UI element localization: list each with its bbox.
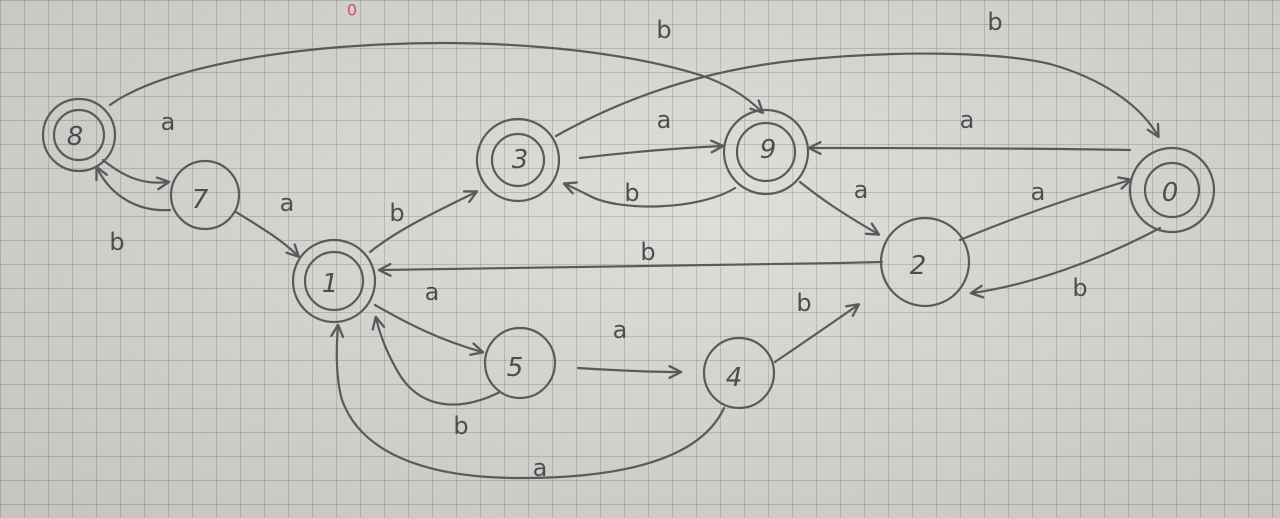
edge-5-to-4 bbox=[576, 364, 683, 379]
edge-5-to-1-label: b bbox=[453, 412, 468, 440]
state-5-label: 5 bbox=[507, 353, 524, 383]
edge-4-to-1 bbox=[330, 323, 726, 480]
state-9-label: 9 bbox=[760, 135, 777, 165]
edge-0-to-2 bbox=[969, 226, 1162, 299]
state-5-ring bbox=[483, 326, 557, 400]
edge-8-to-7-label: a bbox=[161, 108, 176, 136]
edge-7-to-1 bbox=[234, 210, 300, 258]
edge-8-to-9 bbox=[108, 41, 764, 114]
state-3-outer-ring bbox=[475, 117, 561, 203]
state-0: 0 bbox=[1128, 146, 1216, 234]
state-2: 2 bbox=[879, 216, 971, 308]
state-4: 4 bbox=[702, 336, 776, 410]
edge-9-to-2 bbox=[798, 180, 881, 236]
edge-1-to-5 bbox=[373, 303, 485, 356]
edge-0-to-9-label: a bbox=[960, 106, 975, 134]
edge-9-to-2-label: a bbox=[854, 176, 869, 204]
state-1-inner-ring bbox=[303, 250, 365, 312]
state-8-label: 8 bbox=[67, 122, 84, 152]
state-1: 1 bbox=[291, 238, 377, 324]
page-mark: 0 bbox=[347, 1, 357, 20]
state-8-inner-ring bbox=[52, 108, 106, 162]
state-1-outer-ring bbox=[291, 238, 377, 324]
edge-2-to-1-label: b bbox=[640, 238, 655, 266]
state-0-label: 0 bbox=[1162, 178, 1179, 208]
edge-3-to-0 bbox=[554, 52, 1160, 139]
state-5: 5 bbox=[483, 326, 557, 400]
state-7: 7 bbox=[169, 159, 241, 231]
state-9: 9 bbox=[722, 108, 810, 196]
state-8: 8 bbox=[41, 97, 117, 173]
state-2-label: 2 bbox=[910, 251, 927, 281]
edge-4-to-2 bbox=[773, 303, 861, 364]
edge-4-to-2-label: b bbox=[796, 289, 811, 317]
state-0-inner-ring bbox=[1143, 161, 1201, 219]
edge-1-to-5-label: a bbox=[425, 278, 440, 306]
edge-2-to-0-label: a bbox=[1031, 178, 1046, 206]
edge-8-to-9-label: b bbox=[656, 16, 671, 44]
edge-5-to-1 bbox=[371, 315, 502, 406]
edge-0-to-2-label: b bbox=[1072, 274, 1087, 302]
edge-9-to-3 bbox=[562, 181, 737, 208]
edge-2-to-0 bbox=[958, 176, 1133, 242]
edge-2-to-1 bbox=[377, 260, 884, 277]
edge-3-to-9 bbox=[578, 139, 725, 160]
state-7-ring bbox=[169, 159, 241, 231]
edge-3-to-9-label: a bbox=[657, 106, 672, 134]
edge-7-to-8-label: b bbox=[109, 228, 124, 256]
state-8-outer-ring bbox=[41, 97, 117, 173]
state-3: 3 bbox=[475, 117, 561, 203]
state-4-ring bbox=[702, 336, 776, 410]
edge-8-to-7 bbox=[101, 158, 171, 191]
state-9-inner-ring bbox=[735, 121, 797, 183]
edge-5-to-4-label: a bbox=[613, 316, 628, 344]
state-1-label: 1 bbox=[322, 269, 339, 299]
edge-0-to-9 bbox=[807, 141, 1132, 156]
edge-9-to-3-label: b bbox=[624, 179, 639, 207]
state-3-label: 3 bbox=[512, 145, 529, 175]
edge-1-to-3-label: b bbox=[389, 199, 404, 227]
state-4-label: 4 bbox=[726, 363, 743, 393]
edge-7-to-1-label: a bbox=[280, 189, 295, 217]
edge-3-to-0-label: b bbox=[987, 8, 1002, 36]
edge-1-to-3 bbox=[368, 190, 479, 254]
edge-7-to-8 bbox=[95, 165, 172, 212]
state-0-outer-ring bbox=[1128, 146, 1216, 234]
state-7-label: 7 bbox=[192, 185, 209, 215]
state-3-inner-ring bbox=[490, 132, 546, 188]
edge-4-to-1-label: a bbox=[533, 454, 548, 482]
